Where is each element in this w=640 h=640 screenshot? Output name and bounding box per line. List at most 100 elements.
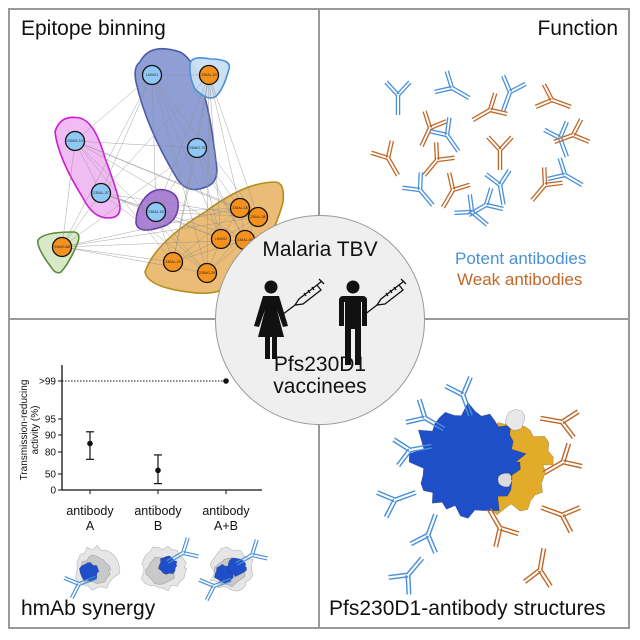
antibody-chain — [501, 76, 510, 93]
antibody-chain — [454, 209, 472, 212]
antibody-chain — [182, 553, 199, 559]
network-node: 230AL-37 — [90, 182, 112, 204]
data-point — [223, 378, 229, 384]
potent-antibody-icon — [409, 513, 438, 554]
network-node-label: LMIV02 — [215, 237, 227, 241]
network-edge — [155, 211, 222, 240]
antibody-chain — [410, 447, 433, 453]
antibody-chain — [486, 188, 494, 206]
weak-antibody-icon — [553, 118, 591, 144]
network-node: 230AL-29 — [162, 251, 184, 273]
antibody-chain — [540, 415, 563, 421]
network-node: 230AL-20 — [198, 64, 220, 86]
network-edge — [61, 74, 153, 248]
antibody-chain — [541, 167, 545, 186]
antibody-chain — [386, 158, 398, 177]
antibody-chain — [460, 376, 470, 395]
network-edge — [172, 239, 246, 263]
antibody-chain — [441, 188, 453, 207]
antibody-chain — [425, 513, 435, 535]
synergy-thumbnail — [141, 537, 199, 592]
y-tick-label: 0 — [50, 486, 56, 497]
antibody-chain — [472, 210, 489, 225]
network-node-circle — [247, 206, 269, 228]
network-node: 230AS-88 — [51, 236, 73, 258]
network-edge — [208, 74, 259, 218]
antibody-chain — [252, 553, 268, 558]
antibody-chain — [388, 140, 395, 159]
antibody-chain — [402, 188, 420, 193]
antibody-chain — [409, 574, 412, 595]
antibody-chain — [409, 443, 432, 449]
network-edge — [172, 74, 210, 263]
center-subtitle: Pfs230D1 vaccinees — [216, 354, 424, 398]
antibody-chain — [251, 555, 268, 561]
network-edge — [100, 74, 210, 194]
antibody-chain — [562, 412, 580, 425]
antibody-chain — [539, 419, 562, 425]
antibody-chain — [525, 570, 542, 584]
network-node: LMIV02 — [210, 228, 232, 250]
antibody-chain — [523, 568, 540, 581]
white-surface-patch — [497, 472, 513, 488]
network-node-circle — [196, 262, 218, 284]
antibody-chain — [199, 577, 215, 586]
antibody-chain — [446, 172, 453, 191]
antibody-chain — [544, 83, 554, 100]
network-node-label: 230AL-37 — [93, 191, 108, 195]
network-node-circle — [145, 201, 167, 223]
antibody-chain — [409, 532, 428, 543]
antibody-chain — [447, 70, 455, 88]
antibody-chain — [543, 130, 560, 140]
antibody-chain — [388, 572, 408, 577]
antibody-chain — [422, 111, 430, 129]
antibody-chain — [444, 117, 449, 135]
antibody-chain — [425, 415, 446, 429]
potent-antibody-icon — [384, 80, 412, 115]
antibody-chain — [563, 459, 583, 466]
potent-antibody-icon — [547, 157, 584, 187]
syringe-icon — [281, 278, 325, 316]
antibody-chain — [489, 110, 508, 117]
synergy-thumbnail — [198, 539, 268, 602]
antibody-chain — [417, 172, 420, 190]
antibody-chain — [411, 535, 430, 547]
antibody-chain — [540, 568, 553, 586]
antibody-chain — [551, 100, 571, 109]
y-tick-label: 95 — [45, 415, 57, 426]
y-tick-label: 80 — [45, 448, 57, 459]
weak-antibody-icon — [542, 442, 583, 476]
network-node: 230AG-29 — [196, 262, 218, 284]
antibody-chain — [487, 92, 495, 110]
antibody-chain — [79, 578, 97, 586]
antibody-chain — [252, 540, 259, 556]
antibody-chain — [250, 539, 256, 555]
antibody-chain — [537, 547, 543, 570]
antibody-chain — [553, 132, 573, 141]
antibody-chain — [508, 81, 526, 92]
antibody-chain — [405, 415, 425, 422]
network-edge — [155, 147, 198, 213]
network-node-label: 230AL-08 — [250, 215, 265, 219]
network-node-label: 230AL-18 — [148, 210, 163, 214]
weak-antibody-icon — [441, 172, 471, 209]
antibody-chain — [396, 80, 410, 95]
x-tick-label: B — [154, 519, 162, 533]
antibody-chain — [561, 505, 580, 515]
antibody-chain — [420, 398, 428, 418]
network-node-label: 230AG-73 — [189, 146, 205, 150]
antibody-chain — [544, 127, 562, 138]
antibody-chain — [383, 498, 395, 517]
antibody-chain — [444, 71, 452, 89]
antibody-chain — [545, 167, 548, 185]
antibody-chain — [388, 156, 400, 175]
antibody-chain — [183, 538, 190, 554]
antibody-chain — [443, 190, 455, 209]
potent-antibody-icon — [392, 437, 433, 467]
antibody-chain — [235, 553, 252, 564]
antibody-chain — [402, 185, 421, 190]
legend-potent-antibodies: Potent antibodies — [455, 249, 587, 268]
antibody-chain — [537, 570, 550, 588]
